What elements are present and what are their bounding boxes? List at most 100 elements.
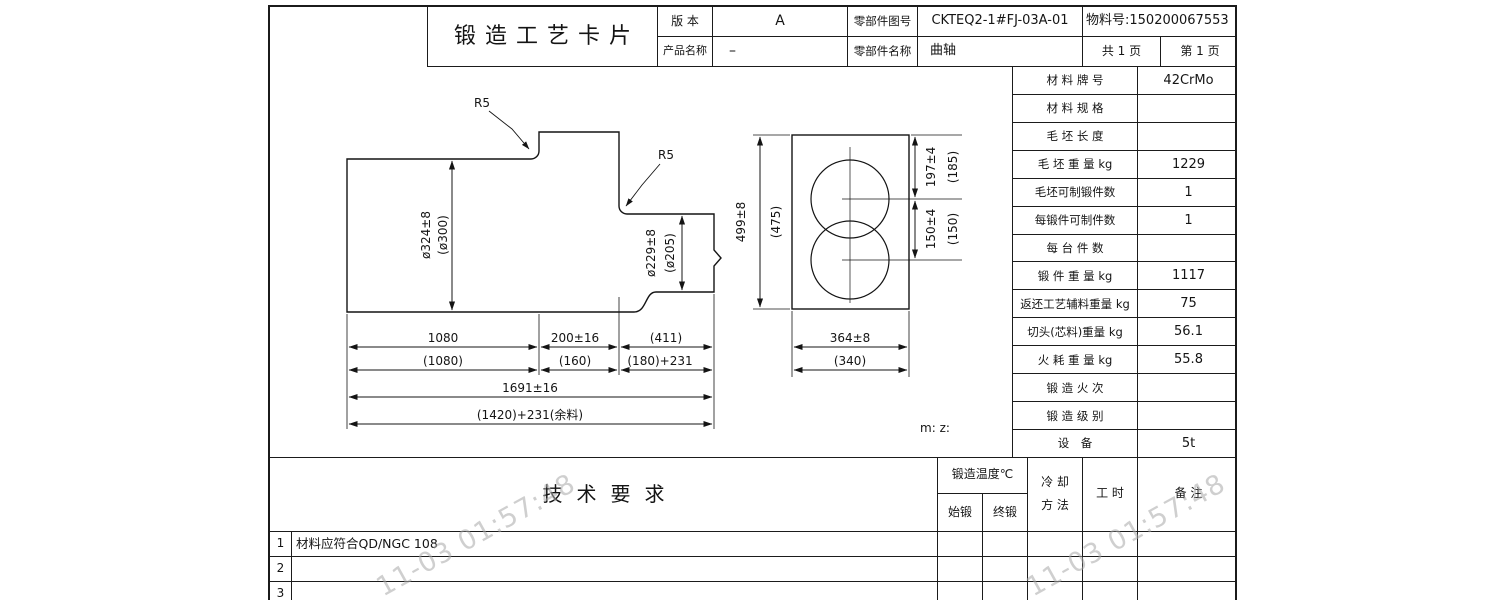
material-value [1138,95,1235,122]
material-label: 设 备 [1013,429,1138,457]
product-name-label: 产品名称 [657,37,712,67]
material-value [1138,123,1235,150]
start-forging-header: 始锻 [937,494,982,532]
mz-note: m: z: [920,421,950,435]
table-row: 锻 造 火 次 [1013,374,1235,403]
dim-label: 200±16 [551,331,599,345]
part-no-label: 零部件图号 [847,7,917,37]
material-value [1138,235,1235,262]
card-title: 锻造工艺卡片 [427,7,657,67]
table-row: 每锻件可制件数 1 [1013,206,1235,235]
material-value: 1 [1184,212,1193,228]
material-value: 42CrMo [1163,72,1214,88]
table-row: 火 耗 重 量 kg 55.8 [1013,346,1235,375]
cooling-line2: 方 法 [1041,497,1069,512]
dim-label: (1420)+231(余料) [477,407,583,422]
dim-label: 1080 [428,331,459,345]
dimension-lines [348,136,919,428]
dim-label: (160) [559,354,591,368]
req-row-text: 材料应符合QD/NGC 108 [292,532,937,557]
material-value [1138,374,1235,401]
table-row: 切头(芯料)重量 kg 56.1 [1013,318,1235,347]
material-label: 毛 坯 长 度 [1013,122,1138,150]
extension-lines [346,134,962,429]
req-row-number: 1 [270,532,292,557]
tech-row-cell [982,557,1027,582]
table-row: 设 备 5t [1013,429,1235,457]
work-hours-header: 工 时 [1082,457,1137,532]
cooling-line1: 冷 却 [1041,474,1069,489]
material-value: 5t [1181,435,1196,451]
pages-total: 共 1 页 [1082,37,1160,67]
table-row: 材 料 规 格 [1013,94,1235,123]
material-label: 锻 造 火 次 [1013,374,1138,402]
crank-web-outline [791,134,910,310]
material-label: 每锻件可制件数 [1013,206,1138,234]
tech-row-cell [937,582,982,600]
crankshaft-side-profile [346,131,722,313]
tech-row-cell [982,582,1027,600]
tech-row-cell [1137,532,1235,557]
dim-label: 150±4 [924,209,938,250]
page-current: 第 1 页 [1160,37,1235,67]
material-label: 锻 造 级 别 [1013,402,1138,429]
material-label: 锻 件 重 量 kg [1013,262,1138,290]
dim-label: (185) [946,151,960,183]
material-value: 55.8 [1174,352,1203,368]
dim-label: (150) [946,213,960,245]
dim-label: (1080) [423,354,463,368]
tech-row-cell [1082,557,1137,582]
table-row: 锻 造 级 别 [1013,402,1235,430]
tech-row-cell [937,557,982,582]
dim-label: (475) [769,206,783,238]
dim-label: (ø205) [663,233,677,273]
material-value: 56.1 [1174,324,1203,340]
table-row: 毛 坯 长 度 [1013,122,1235,151]
material-value: 1229 [1171,156,1206,172]
tech-row-cell [1137,557,1235,582]
material-label: 毛 坯 重 量 kg [1013,150,1138,178]
dim-label: (340) [834,354,866,368]
dim-label: 364±8 [830,331,871,345]
leader-line [625,163,661,207]
material-label: 毛坯可制锻件数 [1013,178,1138,206]
dim-label: (411) [650,331,682,345]
table-row: 毛 坯 重 量 kg 1229 [1013,150,1235,179]
tech-row-cell [1082,582,1137,600]
req-row-text [292,582,937,600]
remarks-header: 备 注 [1137,457,1235,532]
material-label: 火 耗 重 量 kg [1013,346,1138,374]
fillet-label: R5 [474,96,490,110]
material-label: 每 台 件 数 [1013,234,1138,262]
part-name-value: 曲轴 [917,37,1082,67]
tech-row-cell [982,532,1027,557]
forging-temp-header: 锻造温度℃ [937,457,1027,494]
dimension-labels: R5 R5 ø324±8 (ø300) ø229±8 (ø205) 1080 2… [419,96,960,435]
material-value: 75 [1180,296,1197,312]
tech-row-cell [1137,582,1235,600]
tech-row-cell [1027,582,1082,600]
dim-label: (ø300) [436,215,450,255]
req-row-text [292,557,937,582]
dim-label: 1691±16 [502,381,558,395]
process-card-sheet: 锻造工艺卡片 版 本 A 零部件图号 CKTEQ2-1#FJ-03A-01 物料… [268,5,1237,600]
tech-row-cell [1082,532,1137,557]
version-label: 版 本 [657,7,712,37]
dim-label: ø229±8 [644,229,658,277]
tech-requirements-title: 技术要求 [270,457,937,532]
fillet-label: R5 [658,148,674,162]
leader-line [488,110,530,150]
end-forging-header: 终锻 [982,494,1027,532]
dim-label: (180)+231 [627,354,692,368]
tech-row-cell [1027,557,1082,582]
tech-row-cell [937,532,982,557]
dim-label: 499±8 [734,202,748,243]
tech-row-cell [1027,532,1082,557]
material-label: 切头(芯料)重量 kg [1013,318,1138,346]
part-name-label: 零部件名称 [847,37,917,67]
req-row-number: 3 [270,582,292,600]
